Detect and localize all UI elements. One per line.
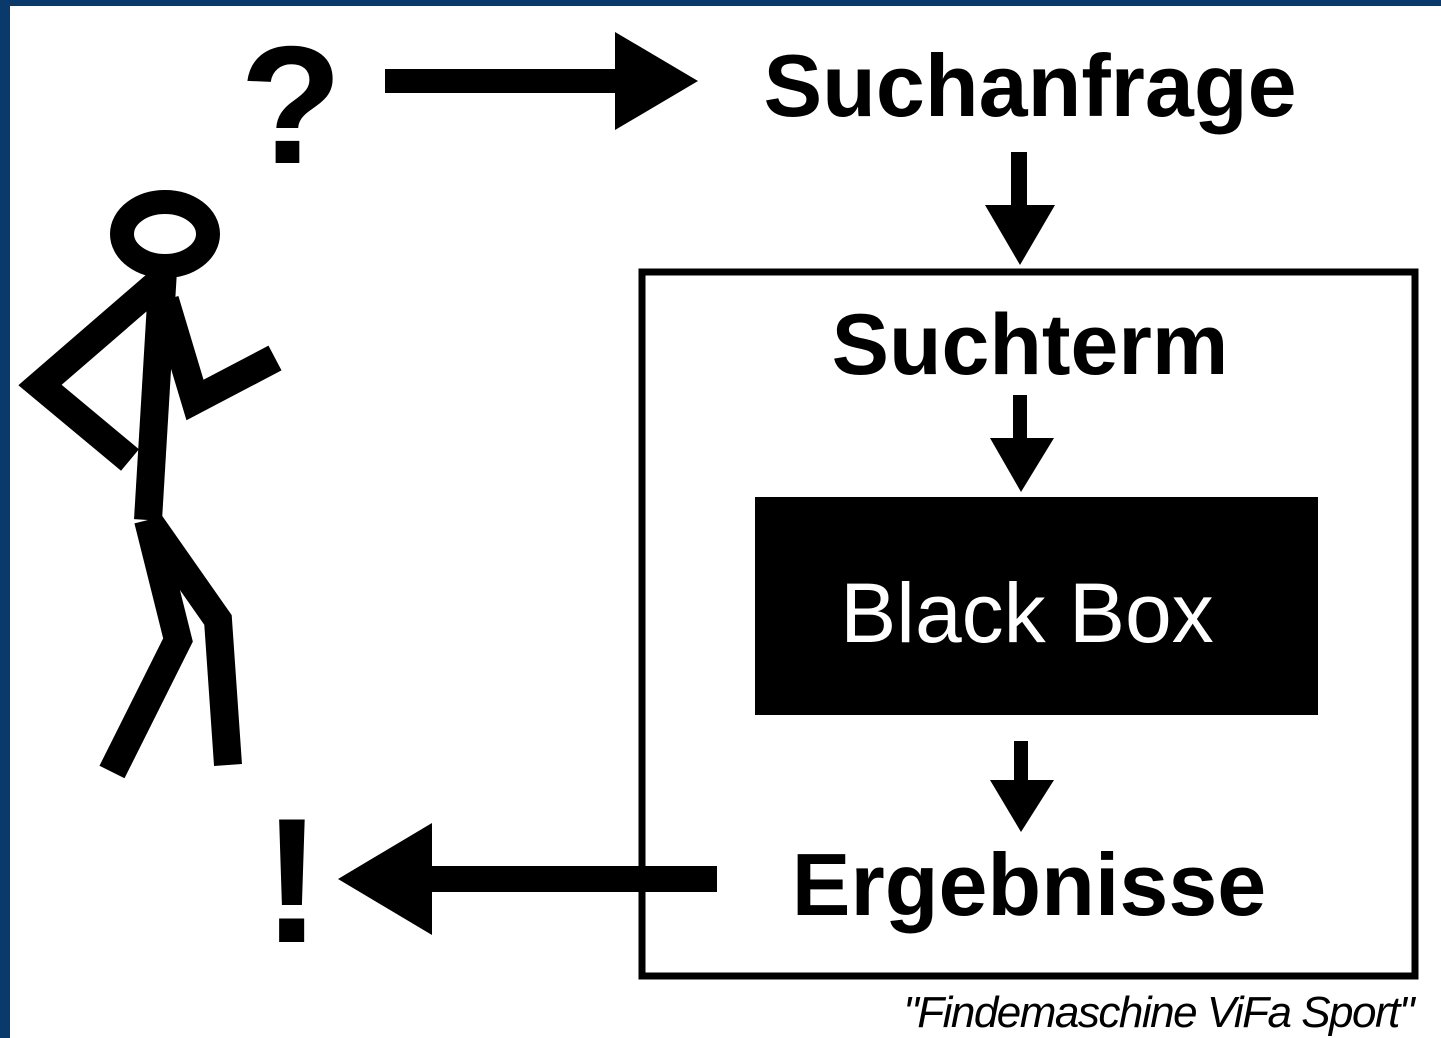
arrow-down-icon xyxy=(990,395,1054,492)
process-box xyxy=(638,268,1419,980)
results-label: Ergebnisse xyxy=(792,835,1266,934)
arrow-down-icon xyxy=(985,152,1055,265)
exclamation-mark: ! xyxy=(262,781,321,980)
arrow-down-icon xyxy=(990,741,1054,832)
search-term-label: Suchterm xyxy=(832,297,1229,393)
source-caption: "Findemaschine ViFa Sport" xyxy=(903,988,1417,1037)
black-box xyxy=(755,497,1318,715)
arrow-right-icon xyxy=(385,32,698,130)
question-mark: ? xyxy=(240,11,343,199)
black-box-label: Black Box xyxy=(840,566,1214,660)
arrow-left-icon xyxy=(338,823,717,935)
stick-figure-icon xyxy=(18,190,282,779)
query-label: Suchanfrage xyxy=(763,36,1296,135)
